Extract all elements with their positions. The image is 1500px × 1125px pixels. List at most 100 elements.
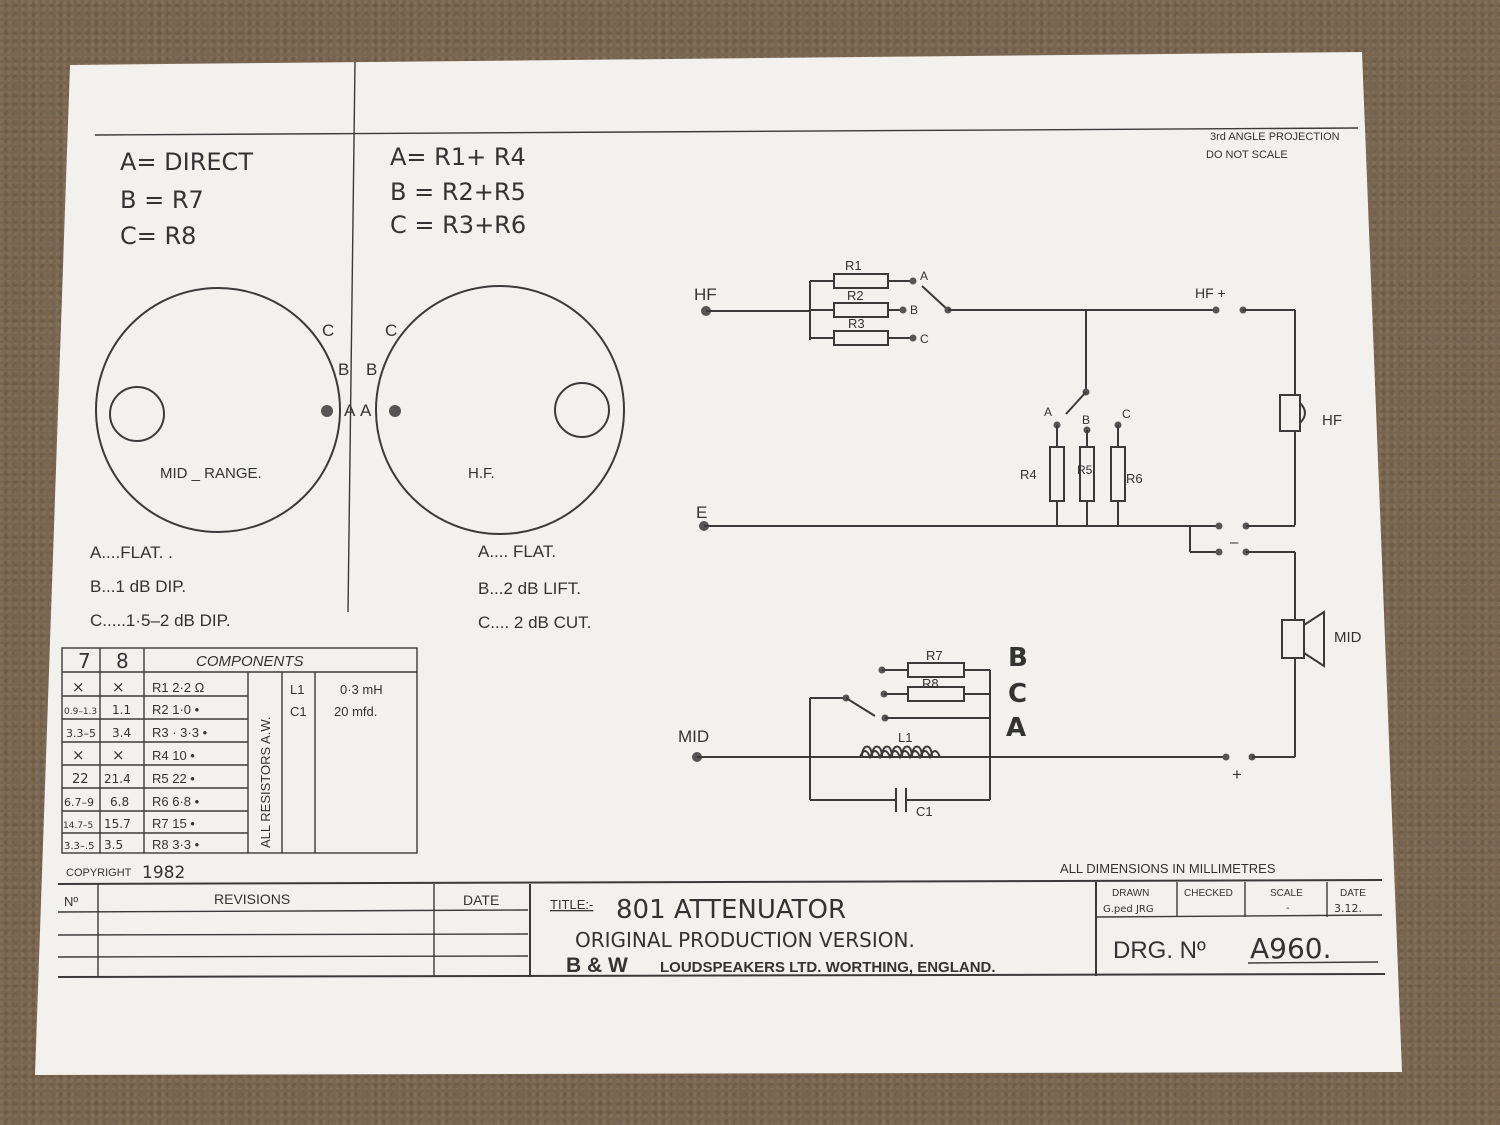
note-left-c: C= R8 (120, 222, 196, 250)
row-1-r: R1 2·2 Ω (152, 680, 205, 695)
drg-no-label: DRG. Nº (1113, 937, 1206, 964)
row-3-c7: 3.3–5 (66, 727, 96, 740)
checked-header: CHECKED (1184, 888, 1233, 899)
col-7-header: 7 (78, 649, 91, 673)
mid-setting-c: C.....1·5–2 dB DIP. (90, 611, 230, 630)
revisions-no-header: Nº (64, 894, 78, 909)
hf-dial-label: H.F. (468, 465, 495, 482)
row-3-c8: 3.4 (112, 726, 131, 740)
l1-ref: L1 (290, 682, 304, 697)
row-7-c8: 15.7 (104, 817, 131, 831)
row-6-c8: 6.8 (110, 795, 129, 809)
mid-dial-a: A (344, 401, 356, 420)
plus-label: + (1232, 765, 1242, 784)
r6-label: R6 (1126, 471, 1143, 486)
circuit (692, 273, 1325, 812)
projection-note: 3rd ANGLE PROJECTION (1210, 131, 1340, 143)
mid-range-dial (95, 287, 341, 533)
row-8-r: R8 3·3 • (152, 837, 200, 852)
row-4-c8: × (112, 746, 125, 764)
note-right-a: A= R1+ R4 (390, 143, 526, 171)
row-2-r: R2 1·0 • (152, 702, 200, 717)
r5-label: R5 (1077, 463, 1093, 477)
drg-underline (1247, 961, 1379, 964)
top-border (94, 127, 1359, 136)
mid-setting-a: A....FLAT. . (90, 543, 173, 562)
row-1-c7: × (72, 678, 85, 696)
row-6-r: R6 6·8 • (152, 794, 200, 809)
drawn-value: G.ped JRG (1103, 904, 1154, 915)
shunt-switch-a: A (1044, 405, 1052, 419)
hf-dial-c: C (385, 321, 397, 340)
r1-label: R1 (845, 258, 862, 273)
mid-a-marker: A (1006, 713, 1026, 743)
hf-setting-c: C.... 2 dB CUT. (478, 613, 591, 632)
drawing-title: 801 ATTENUATOR (616, 895, 846, 925)
row-5-c8: 21.4 (104, 772, 131, 786)
shunt-switch-b: B (1082, 413, 1090, 427)
row-7-r: R7 15 • (152, 816, 195, 831)
components-title: COMPONENTS (196, 653, 304, 670)
hf-input-label: HF (694, 285, 717, 304)
hf-switch-a: A (920, 269, 928, 283)
r8-label: R8 (922, 676, 939, 691)
drg-number: A960. (1250, 932, 1332, 965)
r4-label: R4 (1020, 467, 1037, 482)
dimensions-note: ALL DIMENSIONS IN MILLIMETRES (1060, 861, 1276, 876)
mid-dial-c: C (322, 321, 334, 340)
paper (35, 52, 1402, 1075)
minus-label: – (1230, 534, 1239, 551)
row-4-r: R4 10 • (152, 748, 195, 763)
mid-range-pointer-dot (321, 405, 333, 417)
components-table (61, 647, 418, 854)
company-bw: B & W (566, 954, 628, 977)
hf-setting-b: B...2 dB LIFT. (478, 579, 581, 598)
row-2-c7: 0.9–1.3 (64, 707, 97, 717)
c1-ref: C1 (290, 704, 307, 719)
fold-line (347, 61, 356, 613)
row-7-c7: 14.7–5 (63, 821, 93, 831)
note-right-b: B = R2+R5 (390, 178, 526, 206)
company-name: LOUDSPEAKERS LTD. WORTHING, ENGLAND. (660, 959, 996, 976)
drawn-header: DRAWN (1112, 888, 1149, 899)
title-label: TITLE:- (550, 897, 593, 912)
mid-b-marker: B (1008, 643, 1028, 673)
shunt-switch-c: C (1122, 407, 1131, 421)
do-not-scale-note: DO NOT SCALE (1206, 149, 1288, 161)
hf-dial (375, 285, 625, 535)
r7-label: R7 (926, 648, 943, 663)
mid-dial-b: B (338, 360, 349, 379)
mid-driver-label: MID (1334, 629, 1362, 646)
note-left-a: A= DIRECT (120, 148, 253, 176)
r3-label: R3 (848, 316, 865, 331)
col-8-header: 8 (116, 649, 129, 673)
hf-knob-hole (554, 382, 610, 438)
row-6-c7: 6.7–9 (64, 796, 94, 809)
row-3-r: R3 · 3·3 • (152, 725, 208, 740)
date-header: DATE (1340, 888, 1366, 899)
mid-range-knob-hole (109, 386, 165, 442)
date-value: 3.12. (1334, 902, 1362, 915)
revisions-date-header: DATE (463, 892, 499, 908)
mid-input-label: MID (678, 727, 709, 746)
row-8-c8: 3.5 (104, 838, 123, 852)
scale-value: - (1286, 903, 1290, 914)
l1-value: 0·3 mH (340, 682, 383, 697)
c1-value: 20 mfd. (334, 704, 377, 719)
r2-label: R2 (847, 288, 864, 303)
hf-driver-label: HF (1322, 412, 1342, 429)
copyright-label: COPYRIGHT (66, 867, 132, 879)
row-4-c7: × (72, 746, 85, 764)
title-block (57, 879, 1386, 978)
hf-pointer-dot (389, 405, 401, 417)
hf-dial-a: A (360, 401, 372, 420)
hf-dial-b: B (366, 360, 377, 379)
revisions-header: REVISIONS (214, 891, 290, 907)
component-rows: × × R1 2·2 Ω 0.9–1.3 1.1 R2 1·0 • 3.3–5 … (63, 678, 208, 852)
note-left-b: B = R7 (120, 186, 204, 214)
hf-switch-b: B (910, 303, 918, 317)
copyright-year: 1982 (142, 863, 185, 883)
scale-header: SCALE (1270, 888, 1303, 899)
row-5-r: R5 22 • (152, 771, 195, 786)
